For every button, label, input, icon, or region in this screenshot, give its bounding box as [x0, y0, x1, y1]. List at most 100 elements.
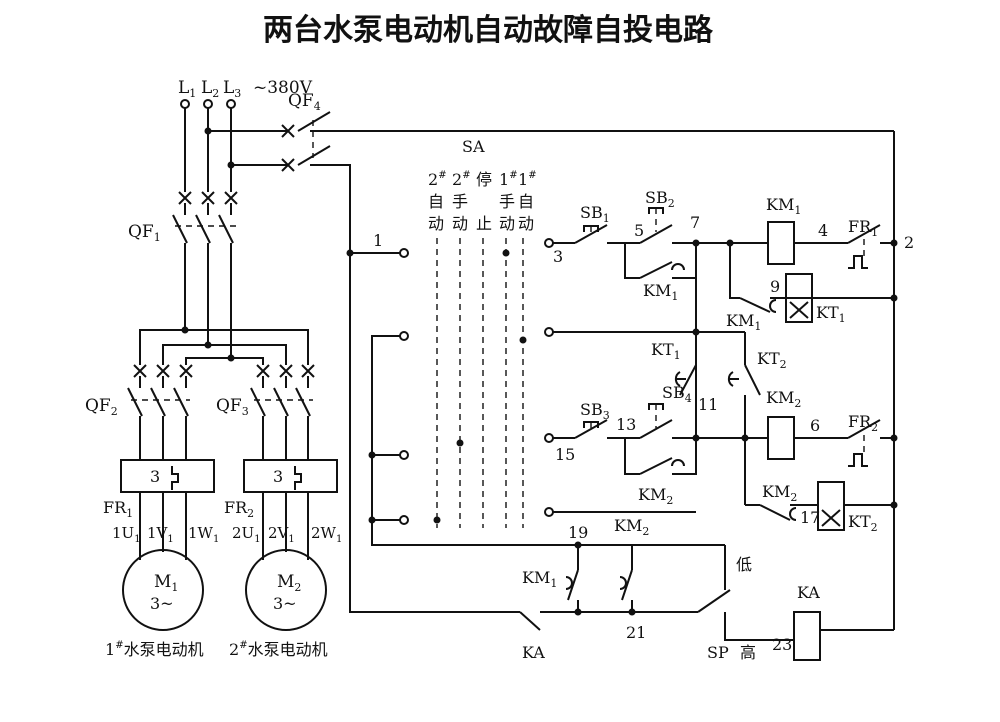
contact-marks: [565, 263, 797, 590]
ka-contact-label: KA: [522, 643, 545, 662]
breaker-x-marks: [133, 124, 315, 378]
node-9: 9: [770, 277, 780, 296]
km1-coil: [767, 221, 795, 265]
sa-col-5-line1: 自: [518, 192, 534, 211]
motor1-symbol: [122, 549, 204, 631]
pushbutton-symbols: [583, 207, 664, 432]
sp-high-label: 高: [740, 643, 756, 662]
sa-col-4-line1: 手: [499, 192, 515, 211]
sa-col-1-number: 2#: [428, 170, 447, 189]
power-junctions: [181, 127, 235, 362]
node-17: 17: [800, 508, 820, 527]
l2-terminal: [203, 99, 213, 109]
node-15: 15: [555, 445, 575, 464]
m2-terminal-v: 2V1: [268, 524, 295, 545]
fr1-label: FR1: [103, 498, 133, 520]
node-23: 23: [772, 635, 792, 654]
sa-col-2-line1: 手: [452, 192, 468, 211]
sa-col-3-line1: 停: [476, 170, 492, 189]
km2-aux-label: KM2: [638, 485, 673, 507]
svg-text:L2: L2: [201, 78, 219, 100]
qf3-label: QF3: [216, 396, 249, 418]
km1-ka-label: KM1: [522, 568, 557, 590]
fr2-contact-label: FR2: [848, 412, 878, 434]
motor1-caption: 1#水泵电动机: [105, 640, 204, 659]
sb4-label: SB4: [662, 383, 692, 405]
km2-ka-label: KM2: [614, 516, 649, 538]
sa-label: SA: [462, 137, 485, 156]
fr1-thermal-element: [120, 459, 215, 493]
sa-col-1-line1: 自: [428, 192, 444, 211]
fr1-contact-label: FR1: [848, 217, 878, 239]
l2-label: L: [201, 78, 212, 98]
svg-text:L1: L1: [178, 78, 196, 100]
sa-position-lines: [433, 238, 527, 528]
km1-interlock-label: KM1: [726, 311, 761, 333]
kt1-contact-label: KT1: [651, 340, 681, 362]
km2-coil-label: KM2: [766, 388, 801, 410]
l3-label: L: [223, 78, 234, 98]
sa-col-4-line2: 动: [499, 214, 515, 233]
node-6: 6: [810, 416, 820, 435]
motor2-caption: 2#水泵电动机: [229, 640, 328, 659]
motor1-phase: 3~: [150, 594, 174, 613]
node-2: 2: [904, 233, 914, 252]
voltage-label: ~380V: [253, 78, 313, 98]
node-3: 3: [553, 247, 563, 266]
m1-terminal-v: 1V1: [147, 524, 174, 545]
node-4: 4: [818, 221, 828, 240]
control-junctions: [346, 239, 898, 616]
km2-coil: [767, 416, 795, 460]
sa-col-3-line2: 止: [476, 214, 492, 233]
sa-col-4-number: 1#: [499, 170, 518, 189]
fr2-label: FR2: [224, 498, 254, 520]
motor2-name: M2: [277, 572, 301, 594]
node-7: 7: [690, 213, 700, 232]
l1-terminal: [180, 99, 190, 109]
sa-col-5-number: 1#: [518, 170, 537, 189]
sp-low-label: 低: [736, 555, 752, 574]
fr2-box-label: 3: [273, 467, 283, 486]
svg-text:L3: L3: [223, 78, 241, 100]
supply-labels: L1 L2 L3 ~380V: [178, 78, 313, 100]
ka-coil: [793, 611, 821, 661]
sa-col-1-line2: 动: [428, 214, 444, 233]
qf4-breaker: [297, 111, 331, 166]
kt2-contact-label: KT2: [757, 349, 787, 371]
km2-interlock-label: KM2: [762, 482, 797, 504]
kt2-coil-label: KT2: [848, 512, 878, 534]
node-19: 19: [568, 523, 588, 542]
l1-label: L: [178, 78, 189, 98]
m1-terminal-w: 1W1: [188, 524, 219, 545]
motor1-name: M1: [154, 572, 178, 594]
km1-coil-label: KM1: [766, 195, 801, 217]
km1-aux-label: KM1: [643, 281, 678, 303]
l3-terminal: [226, 99, 236, 109]
kt2-coil: [817, 481, 845, 531]
sb2-label: SB2: [645, 188, 675, 210]
motor2-phase: 3~: [273, 594, 297, 613]
ka-coil-label: KA: [797, 583, 820, 602]
qf4-label: QF4: [288, 91, 321, 113]
sp-label: SP: [707, 643, 729, 662]
m1-terminal-u: 1U1: [112, 524, 141, 545]
diagram-title: 两台水泵电动机自动故障自投电路: [263, 13, 714, 48]
sa-col-5-line2: 动: [518, 214, 534, 233]
power-wiring: [120, 108, 894, 613]
fr2-thermal-element: [243, 459, 338, 493]
qf2-label: QF2: [85, 396, 118, 418]
motor2-symbol: [245, 549, 327, 631]
sb3-label: SB3: [580, 400, 610, 422]
node-1: 1: [373, 231, 383, 250]
node-5: 5: [634, 221, 644, 240]
m2-terminal-w: 2W1: [311, 524, 342, 545]
fr1-box-label: 3: [150, 467, 160, 486]
kt1-coil-label: KT1: [816, 303, 846, 325]
sa-col-2-number: 2#: [452, 170, 471, 189]
qf1-label: QF1: [128, 222, 161, 244]
sb1-label: SB1: [580, 203, 610, 225]
control-wiring: [350, 131, 895, 661]
sa-terminals: [399, 238, 554, 525]
